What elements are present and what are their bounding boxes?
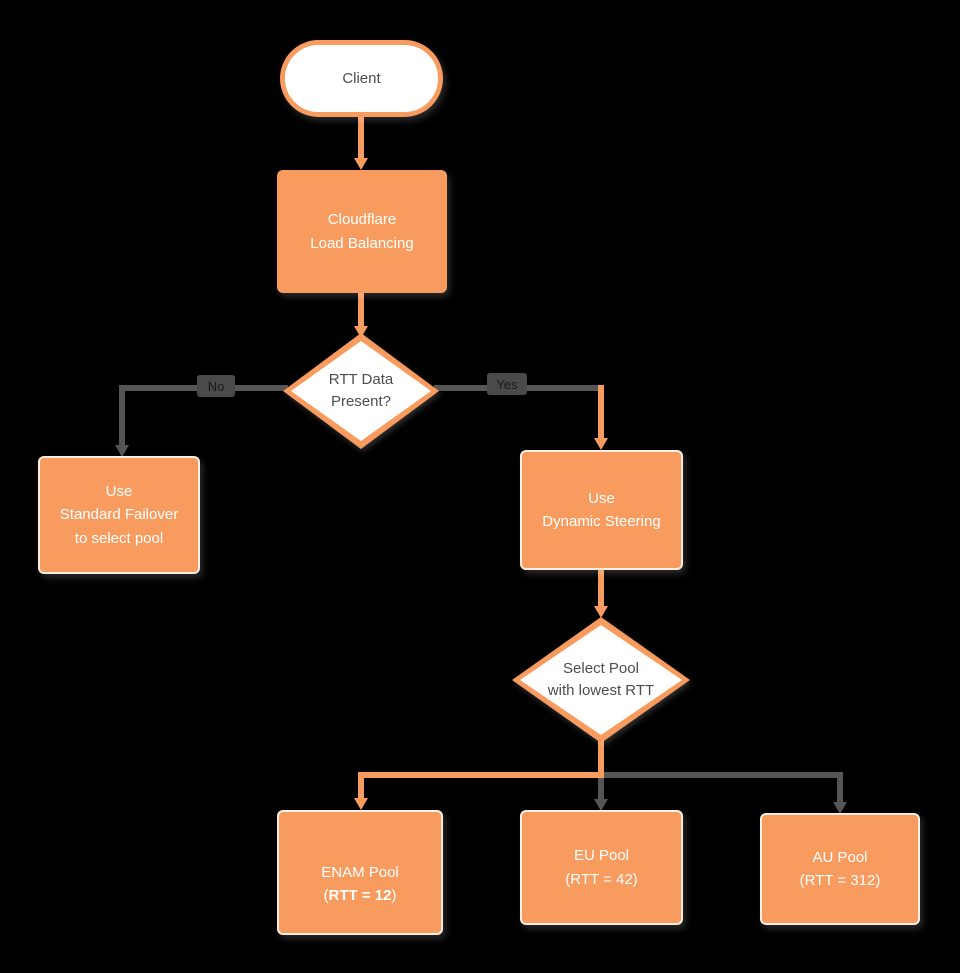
node-rtt-data-present-decision: RTT Data Present? xyxy=(283,333,439,449)
arrowhead xyxy=(354,158,368,170)
arrowhead xyxy=(594,606,608,618)
node-enam-pool: ENAM Pool (RTT = 12) xyxy=(277,810,443,935)
edge-steering-to-select-pool xyxy=(594,567,608,618)
arrowhead xyxy=(354,798,368,810)
node-enam-pool-label: ENAM Pool (RTT = 12) xyxy=(321,838,399,908)
arrowhead xyxy=(354,326,368,338)
node-standard-failover-label: Use Standard Failover to select pool xyxy=(59,483,179,547)
enam-paren-open: ( xyxy=(323,887,329,905)
edge-label-yes-text: Yes xyxy=(496,376,518,392)
arrowhead xyxy=(833,802,847,814)
enam-pool-line2: (RTT = 12) xyxy=(324,887,397,904)
node-dynamic-steering-label: Use Dynamic Steering xyxy=(542,489,661,530)
edge-client-to-loadbalancer xyxy=(354,114,368,170)
node-eu-pool-label: EU Pool (RTT = 42) xyxy=(565,847,638,888)
edge-label-no: No xyxy=(197,375,235,397)
enam-paren-close: ) xyxy=(391,887,397,905)
edge-to-au-pool xyxy=(601,772,847,814)
arrowhead xyxy=(594,438,608,450)
edge-loadbalancer-to-rtt-decision xyxy=(354,290,368,338)
arrowhead xyxy=(594,799,608,811)
edge-label-no-text: No xyxy=(207,378,225,394)
arrowhead xyxy=(115,445,129,457)
node-cloudflare-load-balancing: Cloudflare Load Balancing xyxy=(277,170,447,293)
edge-no-branch xyxy=(115,385,288,457)
node-standard-failover: Use Standard Failover to select pool xyxy=(38,456,200,574)
node-au-pool-label: AU Pool (RTT = 312) xyxy=(799,848,881,889)
edge-to-eu-pool xyxy=(594,775,608,811)
node-cloudflare-load-balancing-label: Cloudflare Load Balancing xyxy=(310,211,414,252)
edge-yes-branch-vertical xyxy=(594,385,608,450)
node-client-label: Client xyxy=(342,70,381,87)
node-select-pool-decision: Select Pool with lowest RTT xyxy=(512,617,690,743)
node-dynamic-steering: Use Dynamic Steering xyxy=(520,450,683,570)
node-eu-pool: EU Pool (RTT = 42) xyxy=(520,810,683,925)
node-select-pool-label: Select Pool with lowest RTT xyxy=(547,659,655,700)
node-rtt-data-present-label: RTT Data Present? xyxy=(328,370,394,411)
edge-to-enam-pool xyxy=(354,740,604,810)
enam-rtt-value: RTT = 12 xyxy=(328,887,392,905)
node-au-pool: AU Pool (RTT = 312) xyxy=(760,813,920,925)
edge-label-yes: Yes xyxy=(487,373,527,395)
enam-pool-line1: ENAM Pool xyxy=(321,863,399,881)
node-client: Client xyxy=(280,40,443,117)
